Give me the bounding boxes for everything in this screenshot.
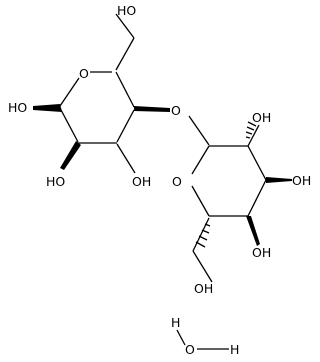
bond-c1-o5 [191,145,210,175]
wedge-c4-o [134,106,170,112]
bond-o1-c1 [59,77,80,107]
label-ring2-c3-oh: OH [292,173,311,188]
bond-c4-c3 [116,109,135,143]
label-ring2-oxygen: O [172,174,182,189]
bond-c3-oh [116,143,136,174]
label-ring1-c3-oh: HO [46,174,65,189]
bond-c2-oh [247,124,260,147]
bond-c5-c6 [192,217,210,252]
label-ring2-ch2oh: OH [194,281,213,296]
label-ring2-c4-oh: OH [252,245,271,260]
label-ring1-ch2oh: HO [117,3,136,18]
wedge-c2-oh [60,141,81,170]
bond-c1-c2 [59,107,79,143]
hash-c5-ch2 [195,223,211,248]
label-water-h-top: H [171,315,180,330]
label-water-oxygen: O [185,342,195,357]
wedge-c1-oh [33,104,62,112]
hash-c2-oh [245,121,257,139]
label-glycosidic-oxygen: O [171,103,181,118]
bond-c2-c3 [247,145,267,181]
bond-c6-oh [115,13,135,39]
label-ring1-c4-oh: OH [132,174,151,189]
bond-c6-oh [192,250,213,283]
wedge-c4-oh [246,216,260,246]
bond-glyco-o-c1 [188,115,210,146]
bond-c3-c4 [247,179,267,217]
label-water-h-right: H [230,342,239,357]
label-ring1-oxygen: O [79,66,89,81]
bond-c5-c4 [115,71,135,108]
water-bonds [176,329,229,350]
upper-ring [59,13,136,174]
label-ring1-anomeric-oh: HO [8,100,27,115]
lower-ring [188,115,267,252]
bond-o5-c5 [191,185,210,217]
bond-c5-c6 [115,37,135,71]
label-ring2-c2-oh: OH [252,110,271,125]
wedge-c3-oh [266,177,292,183]
